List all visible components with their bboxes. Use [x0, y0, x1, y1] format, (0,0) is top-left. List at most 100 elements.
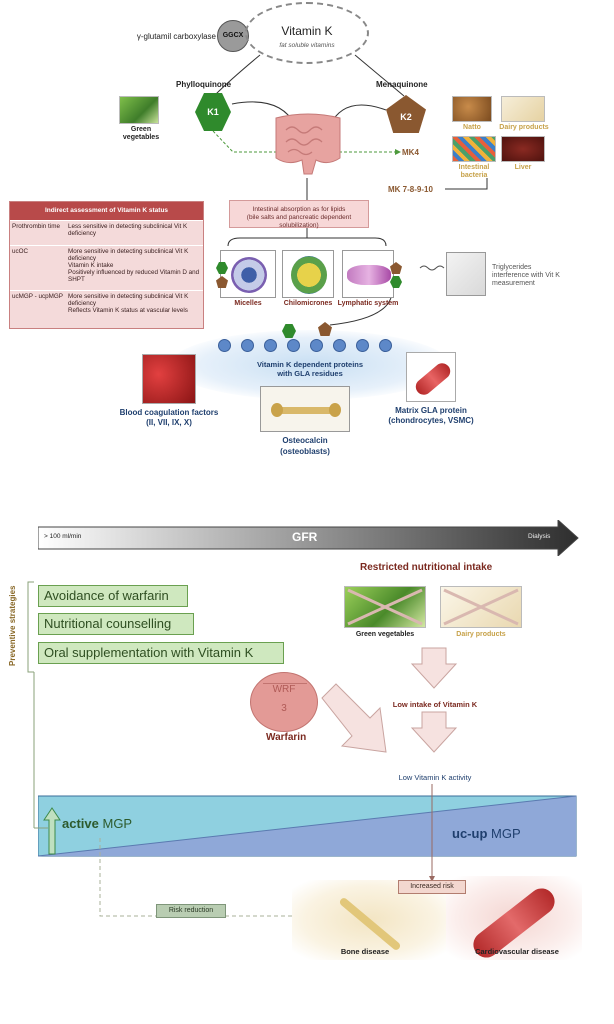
natto-label: Natto [463, 124, 481, 131]
chilomicrones-label: Chilomicrones [283, 300, 333, 307]
assessment-row-name: ucMGP - ucpMGP [12, 293, 63, 300]
osteocalcin-label-line1: Osteocalcin [282, 436, 328, 445]
gla-bead [333, 339, 346, 352]
bone-disease-label: Bone disease [340, 947, 390, 956]
phylloquinone-label: Phylloquinone [176, 80, 232, 89]
blood-coagulation-image [142, 354, 196, 404]
cross-icon [347, 588, 423, 626]
ucup-mgp-text: MGP [487, 826, 521, 841]
lymphatic-image [342, 250, 394, 298]
gla-bead [264, 339, 277, 352]
vitamin-k-title: Vitamin K [281, 24, 333, 38]
ucup-mgp-bold: uc-up [452, 826, 488, 841]
intestinal-bacteria-image [452, 136, 496, 162]
vitamin-k-subtitle: fat soluble vitamins [279, 42, 335, 49]
assessment-row: ucOC More sensitive in detecting subclin… [10, 245, 203, 290]
k1-small-icon [216, 262, 228, 274]
mk-long-label: MK 7-8-9-10 [388, 185, 433, 194]
restricted-intake-title: Restricted nutritional intake [360, 562, 493, 573]
low-intake-label: Low intake of Vitamin K [392, 700, 478, 709]
warfarin-pill-image [250, 672, 318, 732]
dairy-label-bottom: Dairy products [456, 631, 506, 638]
gfr-left-label: > 100 ml/min [44, 533, 82, 540]
absorption-line1: Intestinal absorption as for lipids [252, 206, 346, 213]
preventive-bracket [27, 581, 35, 828]
triglycerides-label: Triglycerides interference with Vit K me… [492, 264, 560, 287]
chilomicrones-image [282, 250, 334, 298]
osteocalcin-image [260, 386, 350, 432]
gfr-arrow [38, 520, 579, 556]
dairy-label: Dairy products [499, 124, 549, 131]
gla-bead [287, 339, 300, 352]
cardiovascular-disease-label: Cardiovascular disease [475, 947, 559, 956]
gla-bead [379, 339, 392, 352]
warfarin-label: Warfarin [266, 732, 307, 743]
menaquinone-label: Menaquinone [376, 80, 428, 89]
liver-image [501, 136, 545, 162]
gla-bead [310, 339, 323, 352]
gfr-right-label: Dialysis [528, 533, 551, 540]
mgp-vessel-image [406, 352, 456, 402]
assessment-row: ucMGP - ucpMGP More sensitive in detecti… [10, 290, 203, 329]
gla-bead [218, 339, 231, 352]
mk4-label: MK4 [402, 148, 419, 157]
micelles-image [220, 250, 276, 298]
blood-label-line2: (II, VII, IX, X) [146, 418, 192, 427]
green-vegetables-label: Green vegetables [122, 126, 160, 141]
pill-text2: 3 [281, 703, 287, 714]
intestine-icon [275, 113, 341, 175]
liver-label: Liver [514, 164, 532, 171]
ggcx-node: GGCX [217, 20, 249, 52]
strategy-supplementation: Oral supplementation with Vitamin K [38, 642, 284, 664]
absorption-line2: (bile salts and pancreatic dependent sol… [246, 214, 352, 229]
osteocalcin-label-line2: (osteoblasts) [280, 447, 330, 456]
green-vegetables-image [119, 96, 159, 124]
flow-arrows [321, 647, 458, 753]
assessment-row-desc: Less sensitive in detecting subclinical … [68, 223, 188, 237]
k1-hexagon: K1 [195, 93, 231, 131]
mgp-band [38, 795, 577, 857]
assessment-row-name: ucOC [12, 248, 29, 255]
blood-label-line1: Blood coagulation factors [119, 408, 219, 417]
k1-bound-icon [282, 324, 296, 338]
triglycerides-image [446, 252, 486, 296]
active-mgp-text: MGP [98, 816, 133, 831]
risk-reduction-box: Risk reduction [156, 904, 226, 918]
assessment-table: Indirect assessment of Vitamin K status … [9, 201, 204, 329]
absorption-box: Intestinal absorption as for lipids (bil… [229, 200, 369, 229]
k2-small-icon [390, 262, 402, 274]
ucup-mgp-label: uc-up MGP [452, 826, 521, 841]
preventive-strategies-label: Preventive strategies [8, 585, 17, 667]
increased-risk-box: Increased risk [398, 880, 466, 894]
vkdp-label-line2: with GLA residues [277, 369, 343, 378]
k2-small-icon [216, 276, 228, 288]
mgp-label-line2: (chondrocytes, VSMC) [388, 416, 474, 425]
assessment-row-desc: More sensitive in detecting subclinical … [68, 293, 189, 314]
strategy-nutrition: Nutritional counselling [38, 613, 194, 635]
lymphatic-label: Lymphatic system [337, 300, 399, 307]
vkdp-label-line1: Vitamin K dependent proteins [256, 360, 364, 369]
assessment-title: Indirect assessment of Vitamin K status [10, 202, 203, 220]
carboxylase-label: γ-glutamil carboxylase [136, 32, 216, 41]
cardiovascular-panel [446, 876, 582, 963]
low-activity-label: Low Vitamin K activity [398, 773, 472, 782]
cross-icon [443, 588, 519, 626]
assessment-row-name: Prothrombin time [12, 223, 60, 230]
assessment-row-desc: More sensitive in detecting subclinical … [68, 248, 200, 283]
dairy-image [501, 96, 545, 122]
k2-bound-icon [318, 322, 332, 336]
assessment-row: Prothrombin time Less sensitive in detec… [10, 220, 203, 245]
gfr-label: GFR [292, 530, 318, 544]
mgp-label-line1: Matrix GLA protein [395, 406, 467, 415]
gla-bead [356, 339, 369, 352]
vitamin-k-oval [245, 2, 369, 64]
pill-text1: WRF [272, 684, 296, 695]
gla-bead [241, 339, 254, 352]
green-vegetables-label-bottom: Green vegetables [355, 631, 415, 638]
natto-image [452, 96, 492, 122]
micelles-label: Micelles [234, 300, 262, 307]
strategy-warfarin: Avoidance of warfarin [38, 585, 188, 607]
k1-small-icon [390, 276, 402, 288]
intestinal-bacteria-label: Intestinal bacteria [458, 164, 490, 179]
active-mgp-bold: active [62, 816, 99, 831]
